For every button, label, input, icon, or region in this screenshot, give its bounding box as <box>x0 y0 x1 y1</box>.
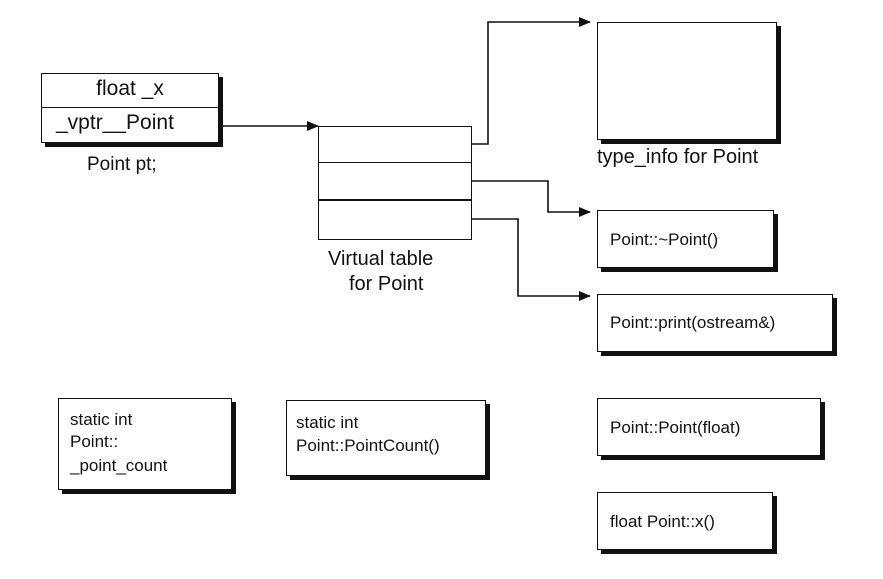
slot2-to-print-arrow <box>442 218 591 301</box>
static-member-line3: _point_count <box>70 456 168 475</box>
destructor-box: Point::~Point() <box>597 210 774 268</box>
static-member-line1: static int <box>70 410 133 429</box>
field-vptr: _vptr__Point <box>41 107 219 143</box>
vtable-caption-line2: for Point <box>349 273 424 295</box>
destructor-label: Point::~Point() <box>610 230 719 249</box>
static-method-line1: static int <box>296 413 359 432</box>
print-box: Point::print(ostream&) <box>597 294 833 352</box>
print-label: Point::print(ostream&) <box>610 313 776 332</box>
constructor-label: Point::Point(float) <box>610 418 741 437</box>
static-member-box: static int Point:: _point_count <box>58 398 232 490</box>
vtable-slot-0 <box>318 126 472 164</box>
accessor-x-box: float Point::x() <box>597 492 773 550</box>
vtable <box>318 126 472 240</box>
vtable-slot-1 <box>318 162 472 200</box>
constructor-box: Point::Point(float) <box>597 398 821 456</box>
field-x: float _x <box>41 73 219 109</box>
field-vptr-label: _vptr__Point <box>56 111 174 134</box>
static-member-line2: Point:: <box>70 432 119 451</box>
typeinfo-caption: type_info for Point <box>597 146 759 168</box>
vtable-caption-line1: Virtual table <box>328 248 434 270</box>
vtable-slot-2 <box>318 200 472 240</box>
slot1-to-destructor-arrow <box>442 180 591 217</box>
field-x-label: float _x <box>96 77 164 100</box>
static-method-box: static int Point::PointCount() <box>286 400 486 476</box>
typeinfo-box <box>597 22 777 140</box>
accessor-x-label: float Point::x() <box>610 512 715 531</box>
point-object: float _x _vptr__Point <box>41 73 219 143</box>
static-method-line2: Point::PointCount() <box>296 436 440 455</box>
object-caption: Point pt; <box>87 154 157 175</box>
